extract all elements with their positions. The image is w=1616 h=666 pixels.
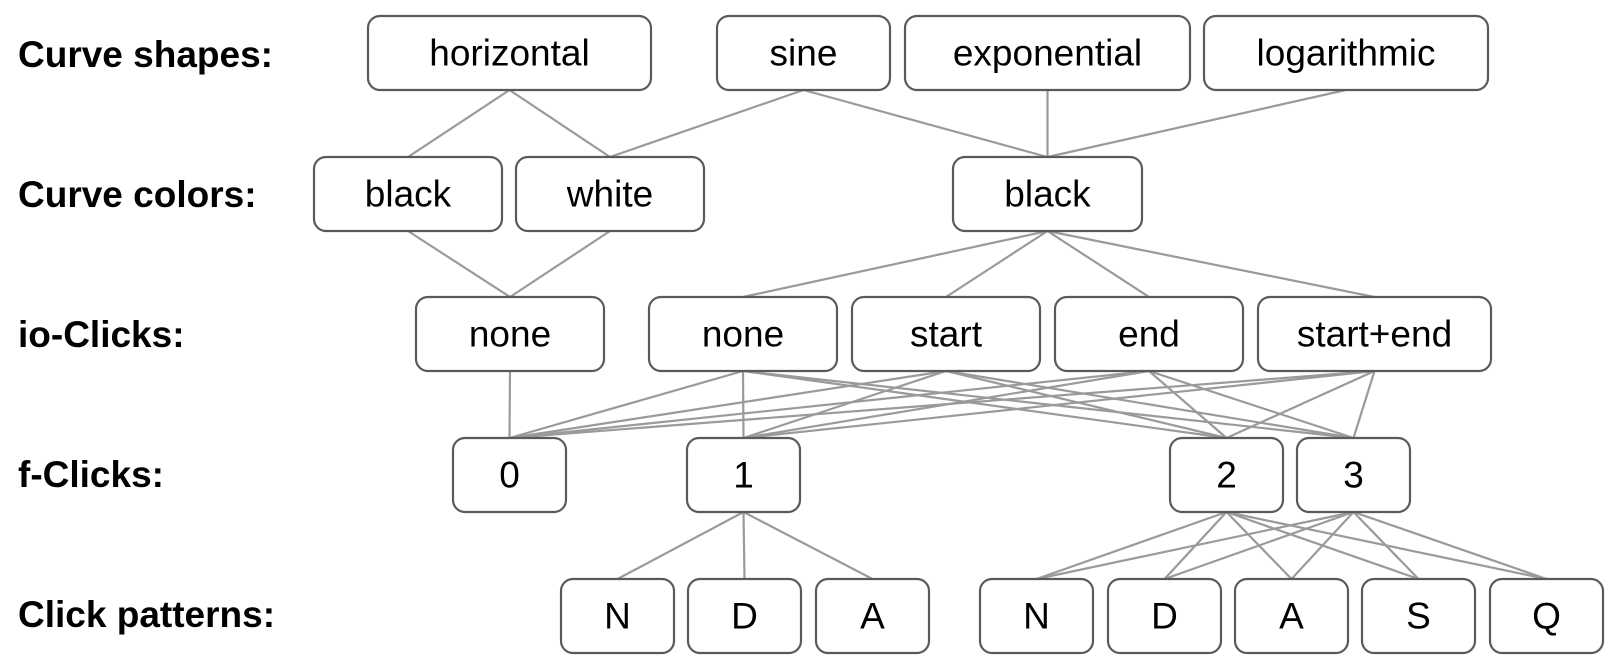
edge-f_3-to-p_q: [1353, 510, 1547, 581]
edge-color_black_1-to-io_none_1: [407, 230, 511, 298]
row-label-click-patterns: Click patterns:: [18, 594, 275, 635]
edge-f_2-to-p_n_2: [1036, 510, 1227, 581]
edge-color_black_2-to-io_start_end: [1047, 229, 1375, 299]
node-pattern-d-left: D: [686, 577, 803, 655]
edge-shape_sine-to-color_black_2: [803, 88, 1048, 159]
node-shape-horizontal: horizontal: [366, 14, 653, 92]
svg-text:3: 3: [1343, 455, 1364, 496]
edge-io_end-to-f_0: [509, 369, 1150, 440]
edge-color_black_2-to-io_none_2: [742, 229, 1048, 299]
node-io-start-end: start+end: [1256, 295, 1493, 373]
edge-color_black_2-to-io_end: [1046, 230, 1150, 298]
svg-text:black: black: [1004, 174, 1091, 215]
node-pattern-n-left: N: [559, 577, 676, 655]
node-f-clicks-1: 1: [685, 436, 802, 514]
svg-text:start: start: [910, 314, 983, 355]
node-color-black-right: black: [951, 155, 1144, 233]
node-pattern-s: S: [1360, 577, 1477, 655]
edge-shape_horizontal-to-color_black_1: [407, 89, 511, 158]
node-io-none-right: none: [647, 295, 839, 373]
node-pattern-n-right: N: [978, 577, 1095, 655]
edge-f_1-to-p_n_1: [616, 511, 745, 580]
edge-shape_logarithmic-to-color_black_2: [1047, 88, 1347, 159]
edge-io_none_2-to-f_1: [741, 370, 745, 439]
node-pattern-a-left: A: [814, 577, 931, 655]
node-shape-exponential: exponential: [903, 14, 1192, 92]
edge-color_black_2-to-io_start: [945, 230, 1049, 298]
edge-io_end-to-f_3: [1148, 369, 1354, 440]
node-f-clicks-0: 0: [451, 436, 568, 514]
svg-text:sine: sine: [770, 33, 838, 74]
svg-text:S: S: [1406, 596, 1431, 637]
edge-io_none_1-to-f_0: [508, 370, 512, 439]
node-shape-logarithmic: logarithmic: [1202, 14, 1490, 92]
svg-text:N: N: [604, 596, 631, 637]
row-label-curve-shapes: Curve shapes:: [18, 34, 273, 75]
svg-text:exponential: exponential: [953, 33, 1142, 74]
svg-text:white: white: [566, 174, 653, 215]
node-pattern-a-right: A: [1233, 577, 1350, 655]
edge-io_start_end-to-f_0: [509, 369, 1375, 440]
edge-f_1-to-p_d_1: [742, 511, 746, 580]
edge-io_none_2-to-f_2: [742, 369, 1227, 440]
svg-text:none: none: [469, 314, 551, 355]
svg-text:0: 0: [499, 455, 520, 496]
edge-io_start_end-to-f_2: [1226, 369, 1375, 440]
svg-text:logarithmic: logarithmic: [1257, 33, 1436, 74]
svg-text:end: end: [1118, 314, 1180, 355]
svg-text:start+end: start+end: [1297, 314, 1452, 355]
svg-text:A: A: [1279, 596, 1304, 637]
row-label-curve-colors: Curve colors:: [18, 174, 257, 215]
svg-text:2: 2: [1216, 455, 1237, 496]
node-pattern-q: Q: [1488, 577, 1605, 655]
edge-io_start-to-f_0: [509, 369, 947, 440]
edge-f_3-to-p_d_2: [1164, 510, 1354, 581]
node-f-clicks-3: 3: [1295, 436, 1412, 514]
svg-text:black: black: [365, 174, 452, 215]
node-pattern-d-right: D: [1106, 577, 1223, 655]
edge-f_3-to-p_a_2: [1290, 511, 1355, 580]
edge-io_start_end-to-f_3: [1352, 370, 1376, 439]
svg-text:D: D: [1151, 596, 1178, 637]
svg-text:none: none: [702, 314, 784, 355]
edge-io_start-to-f_3: [945, 369, 1354, 440]
edge-f_3-to-p_n_2: [1036, 510, 1354, 581]
node-io-start: start: [850, 295, 1042, 373]
edge-color_white-to-io_none_1: [509, 230, 611, 298]
svg-text:N: N: [1023, 596, 1050, 637]
node-io-end: end: [1053, 295, 1245, 373]
edge-f_3-to-p_s: [1352, 511, 1420, 580]
node-shape-sine: sine: [715, 14, 892, 92]
row-label-io-clicks: io-Clicks:: [18, 314, 185, 355]
edge-io_start-to-f_1: [743, 369, 947, 440]
svg-text:D: D: [731, 596, 758, 637]
edge-io_start_end-to-f_1: [743, 369, 1375, 440]
node-color-white: white: [514, 155, 706, 233]
edge-io_end-to-f_2: [1148, 370, 1228, 439]
row-label-f-clicks: f-Clicks:: [18, 454, 164, 495]
edge-shape_sine-to-color_white: [609, 88, 804, 159]
edge-f_1-to-p_a_1: [742, 511, 874, 580]
edge-io_none_2-to-f_0: [509, 369, 744, 440]
node-f-clicks-2: 2: [1168, 436, 1285, 514]
svg-text:A: A: [860, 596, 885, 637]
node-color-black-left: black: [312, 155, 504, 233]
node-io-none-left: none: [414, 295, 606, 373]
svg-text:Q: Q: [1532, 596, 1561, 637]
edge-io_start-to-f_2: [945, 369, 1227, 440]
edge-shape_horizontal-to-color_white: [508, 89, 611, 158]
edges-layer: [407, 88, 1547, 581]
svg-text:1: 1: [733, 455, 754, 496]
svg-text:horizontal: horizontal: [429, 33, 589, 74]
